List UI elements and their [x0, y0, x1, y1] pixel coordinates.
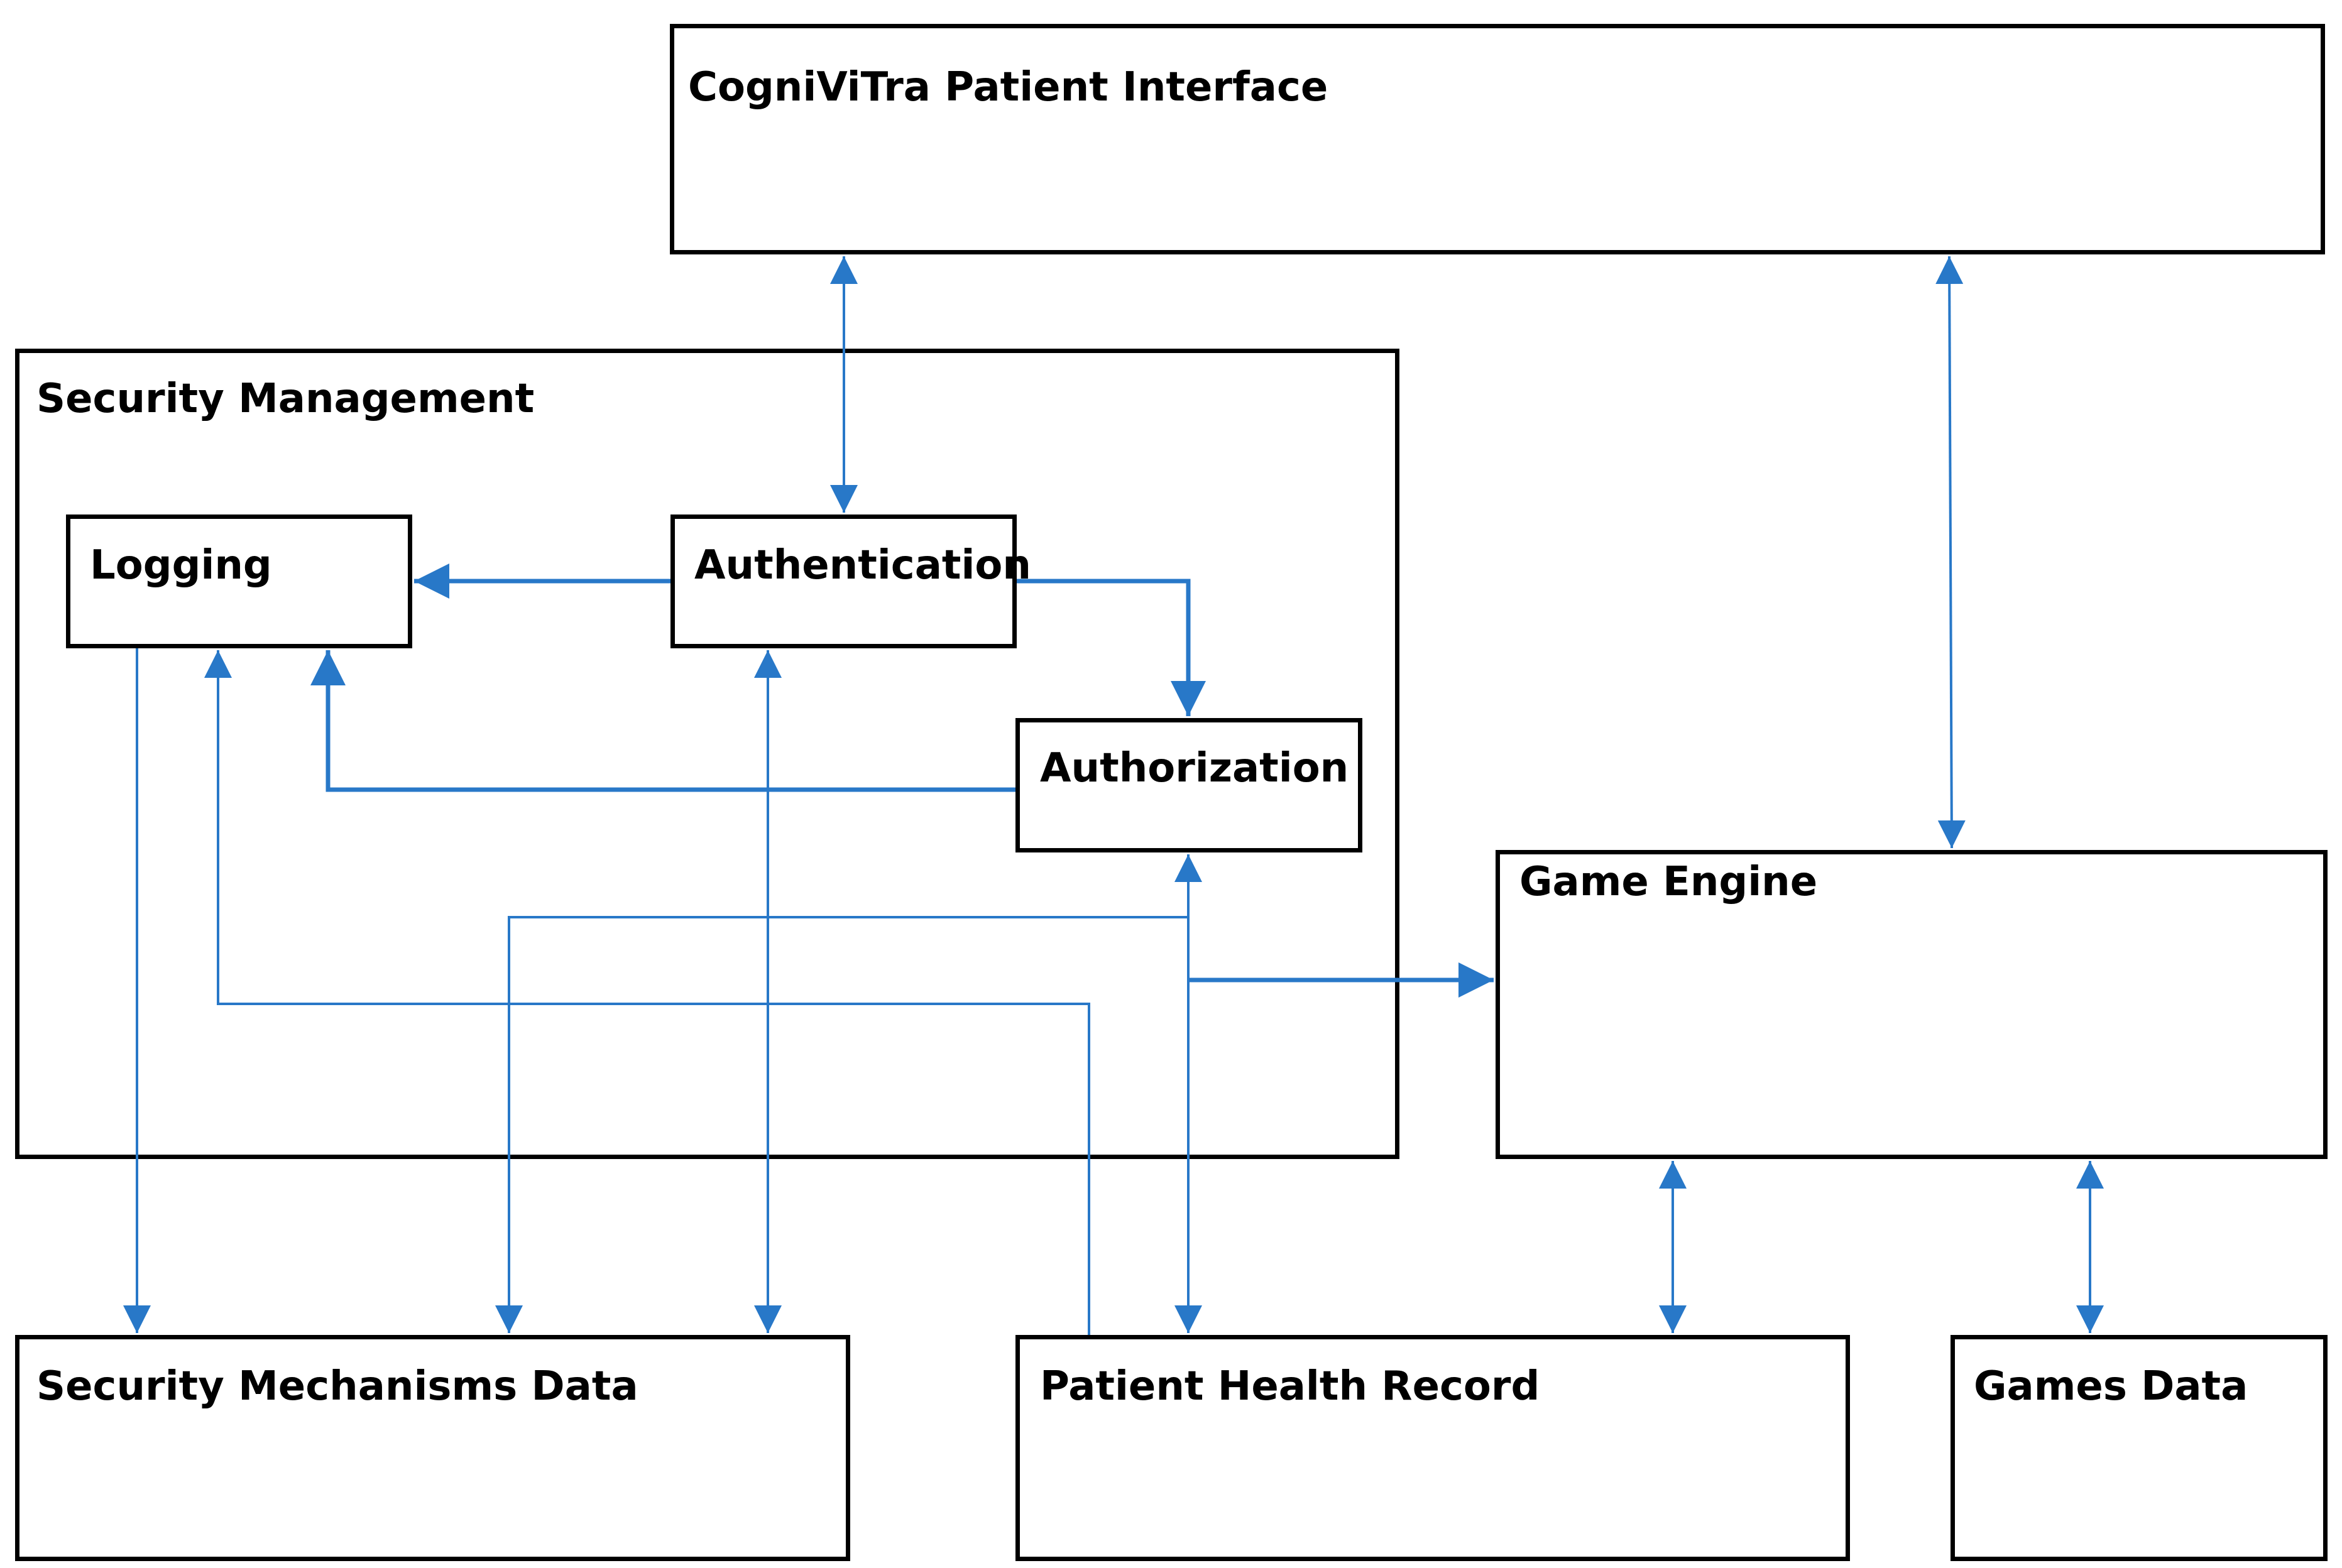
authorization-box [1015, 718, 1362, 852]
security-data-box [15, 1335, 850, 1561]
connector-authorization-security-data [495, 916, 1188, 1333]
game-engine-box [1496, 850, 2328, 1159]
authorization-label: Authorization [1040, 745, 1349, 792]
health-record-label: Patient Health Record [1040, 1363, 1540, 1410]
security-management-box [15, 349, 1399, 1159]
logging-box [66, 514, 412, 648]
connector-interface-game-engine [1935, 256, 1966, 849]
logging-label: Logging [90, 542, 272, 589]
game-engine-label: Game Engine [1519, 859, 1818, 905]
patient-interface-label: CogniViTra Patient Interface [688, 64, 1328, 111]
authentication-label: Authentication [694, 542, 1031, 589]
patient-interface-box [670, 24, 2325, 254]
authentication-box [670, 514, 1017, 648]
security-data-label: Security Mechanisms Data [36, 1363, 638, 1410]
connector-health-record-logging [204, 650, 1090, 1335]
games-data-label: Games Data [1974, 1363, 2248, 1410]
security-management-label: Security Management [36, 376, 535, 422]
connector-authorization-logging [310, 650, 1015, 792]
games-data-box [1951, 1335, 2328, 1561]
connector-authentication-authorization [1017, 579, 1206, 716]
health-record-box [1015, 1335, 1850, 1561]
